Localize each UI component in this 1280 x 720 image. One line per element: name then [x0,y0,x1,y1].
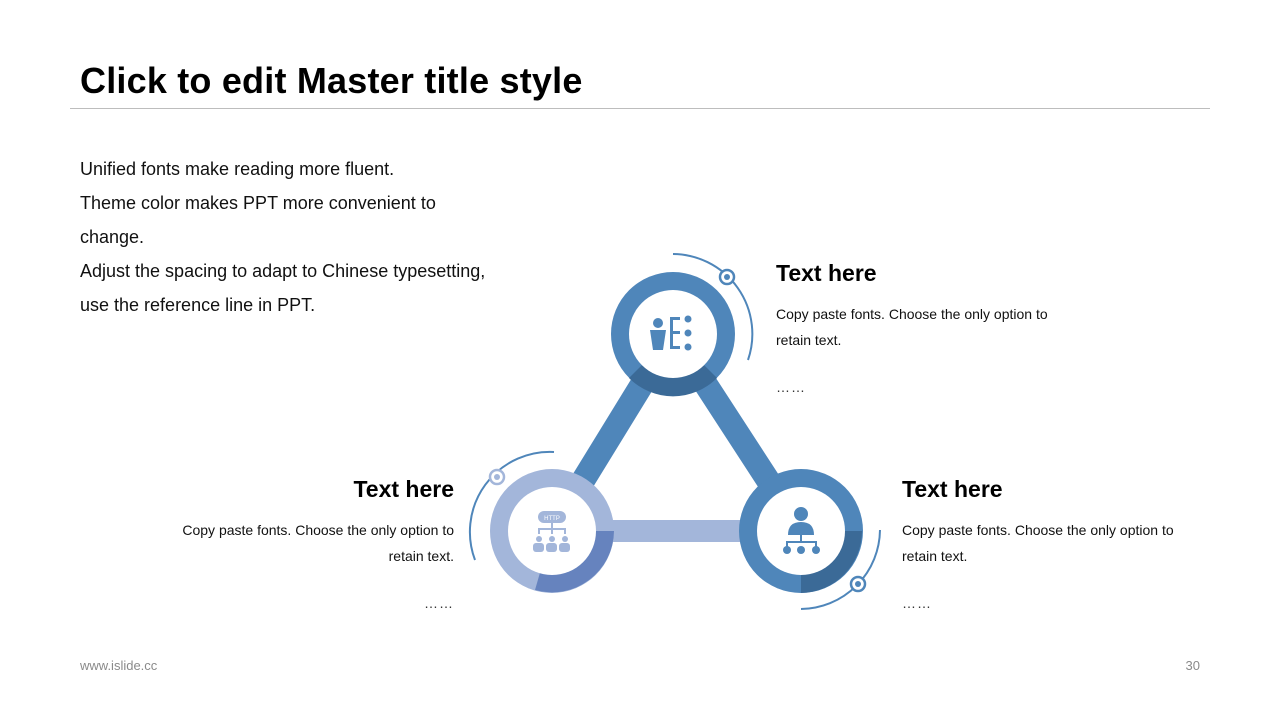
text-block-top[interactable]: Text here Copy paste fonts. Choose the o… [776,260,1096,395]
block-body-line: retain text. [902,548,968,564]
node-top[interactable] [611,253,754,397]
block-ellipsis: …… [776,379,806,395]
block-title: Text here [776,260,877,286]
block-body-line: retain text. [776,332,842,348]
intro-line: Theme color makes PPT more convenient to [80,193,436,213]
text-block-right[interactable]: Text here Copy paste fonts. Choose the o… [902,476,1222,611]
block-title: Text here [902,476,1003,502]
block-body-line: retain text. [388,548,454,564]
slide-title[interactable]: Click to edit Master title style [80,60,583,101]
block-title: Text here [353,476,454,502]
block-body: Copy paste fonts. Choose the only option… [776,301,1096,353]
block-body: Copy paste fonts. Choose the only option… [134,517,454,569]
intro-line: Unified fonts make reading more fluent. [80,159,395,179]
title-divider [70,108,1210,109]
intro-line: Adjust the spacing to adapt to Chinese t… [80,261,486,281]
block-ellipsis: …… [902,595,932,611]
http-network-icon: HTTP [533,511,570,552]
http-label: HTTP [544,516,560,522]
intro-line: use the reference line in PPT. [80,295,316,315]
block-body: Copy paste fonts. Choose the only option… [902,517,1222,569]
node-bottom-left[interactable]: HTTP [468,450,614,593]
node-bottom-right[interactable] [739,469,881,610]
block-ellipsis: …… [424,595,454,611]
page-number: 30 [1185,658,1200,673]
block-body-line: Copy paste fonts. Choose the only option… [182,522,454,538]
business-person-list-icon [650,315,692,351]
intro-line: change. [80,227,145,247]
block-body-line: Copy paste fonts. Choose the only option… [776,306,1048,322]
footer-url: www.islide.cc [80,658,158,673]
intro-text[interactable]: Unified fonts make reading more fluent. … [80,152,520,322]
person-org-chart-icon [783,507,820,554]
block-body-line: Copy paste fonts. Choose the only option… [902,522,1174,538]
text-block-left[interactable]: Text here Copy paste fonts. Choose the o… [134,476,454,611]
